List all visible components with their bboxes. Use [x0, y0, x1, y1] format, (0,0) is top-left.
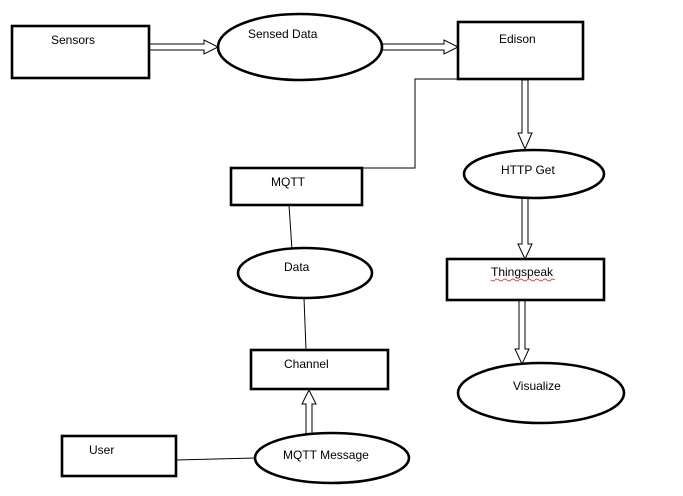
visualize-node: Visualize: [456, 361, 626, 425]
sensors-to-sensed-data-arrow: [148, 39, 220, 55]
visualize-label: Visualize: [513, 379, 561, 393]
edison-node: Edison: [456, 20, 585, 81]
user-node: User: [60, 434, 178, 478]
visualize-ellipse: [456, 361, 626, 425]
thingspeak-node: Thingspeak: [445, 257, 606, 302]
user-label: User: [89, 443, 114, 457]
data-to-channel-connector: [303, 297, 307, 351]
channel-node: Channel: [249, 348, 390, 391]
channel-box: [249, 348, 390, 391]
mqtt-to-data-connector: [288, 204, 293, 251]
thingspeak-label: Thingspeak: [491, 265, 554, 279]
sensors-node: Sensors: [10, 24, 151, 80]
mqtt-node: MQTT: [229, 166, 364, 207]
sensors-box: [10, 24, 151, 80]
sensed-data-node: Sensed Data: [216, 12, 384, 82]
sensed-data-ellipse: [216, 12, 384, 82]
spellcheck-underline: [490, 278, 556, 282]
edison-to-http-get-arrow: [517, 79, 533, 151]
mqtt-message-label: MQTT Message: [283, 448, 369, 462]
mqtt-label: MQTT: [271, 175, 306, 189]
http-get-to-thingspeak-arrow: [517, 197, 533, 261]
edison-label: Edison: [499, 32, 536, 46]
sensed-data-to-edison-arrow: [381, 39, 460, 55]
mqtt-box: [229, 166, 364, 207]
thingspeak-to-visualize-arrow: [514, 299, 530, 366]
mqtt-message-ellipse: [253, 431, 411, 485]
http-get-node: HTTP Get: [462, 148, 606, 200]
channel-label: Channel: [284, 357, 329, 371]
sensed-data-label: Sensed Data: [248, 27, 318, 41]
sensors-label: Sensors: [51, 33, 95, 47]
mqtt-message-to-channel-arrow: [301, 388, 317, 438]
mqtt-message-node: MQTT Message: [253, 431, 411, 485]
data-ellipse: [236, 246, 374, 300]
user-to-mqtt-message-connector: [175, 457, 257, 461]
http-get-label: HTTP Get: [501, 163, 555, 177]
data-node: Data: [236, 246, 374, 300]
edison-box: [456, 20, 585, 81]
thingspeak-box: [445, 257, 606, 302]
data-label: Data: [284, 260, 310, 274]
edison-to-mqtt-connector: [362, 78, 458, 169]
user-box: [60, 434, 178, 478]
http-get-ellipse: [462, 148, 606, 200]
